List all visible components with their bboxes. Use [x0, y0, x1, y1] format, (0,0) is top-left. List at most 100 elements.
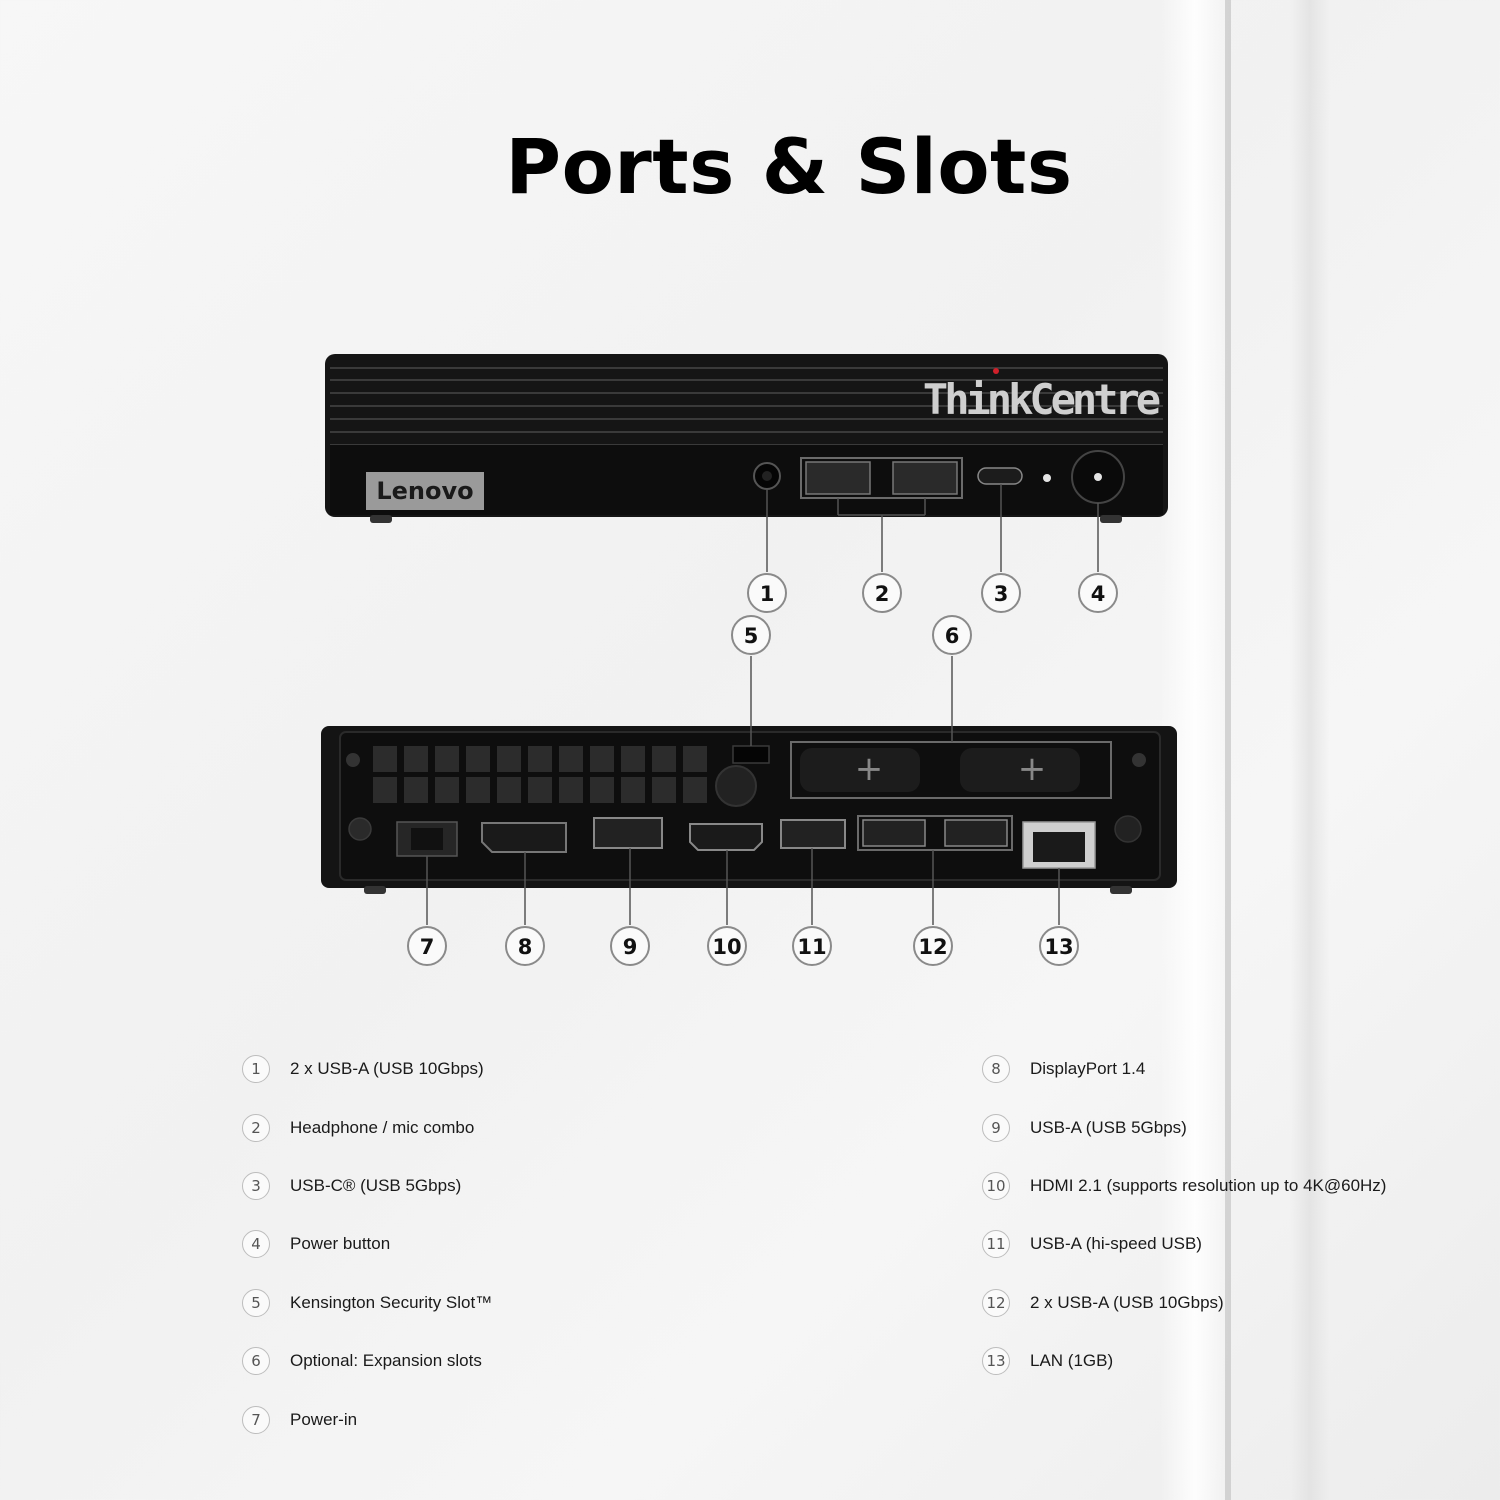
legend-number: 7: [242, 1405, 270, 1434]
rear-vent-grid: [373, 746, 707, 803]
legend-text: HDMI 2.1 (supports resolution up to 4K@6…: [1030, 1175, 1387, 1195]
legend-right: 8 DisplayPort 1.4 9 USB-A (USB 5Gbps) 10 HD…: [982, 1040, 1386, 1390]
screw-hole: [346, 753, 360, 767]
displayport-icon: [481, 822, 567, 853]
callouts-front: 1 2 3 4: [747, 573, 1118, 613]
callout-number: 2: [875, 582, 890, 606]
usb-a-port-icon: [780, 819, 846, 849]
legend-item: 7 Power-in: [242, 1390, 492, 1448]
plus-icon: +: [1018, 749, 1047, 789]
callout-number: 8: [518, 935, 533, 959]
status-led: [1043, 474, 1051, 482]
legend-number: 1: [242, 1055, 270, 1084]
callout-number: 1: [760, 582, 775, 606]
callout-number: 3: [994, 582, 1009, 606]
legend-number: 10: [982, 1171, 1010, 1200]
rear-foot: [364, 886, 386, 894]
callout-number: 6: [945, 624, 960, 648]
usb-a-group-front: [800, 457, 963, 499]
legend-item: 4 Power button: [242, 1215, 492, 1273]
legend-item: 10 HDMI 2.1 (supports resolution up to 4K…: [982, 1157, 1386, 1215]
legend-item: 9 USB-A (USB 5Gbps): [982, 1098, 1386, 1156]
screw-hole: [348, 817, 372, 841]
callout-marker: 10: [707, 926, 747, 966]
kensington-slot-icon: [732, 745, 770, 764]
legend-number: 6: [242, 1347, 270, 1376]
usb-a-port-icon: [944, 819, 1008, 847]
legend-number: 3: [242, 1171, 270, 1200]
callout-marker: 1: [747, 573, 787, 613]
audio-jack-hole: [762, 471, 772, 481]
callout-marker: 3: [981, 573, 1021, 613]
power-in-socket: [411, 828, 443, 850]
callout-marker: 12: [913, 926, 953, 966]
usb-a-group-rear: [857, 815, 1013, 851]
legend-number: 4: [242, 1230, 270, 1259]
callout-marker: 13: [1039, 926, 1079, 966]
brand-badge: Lenovo: [376, 477, 473, 505]
usb-c-port-icon: [977, 467, 1023, 485]
front-device: Lenovo ThinkCentre: [325, 354, 1168, 523]
model-logo: ThinkCentre: [923, 375, 1160, 424]
callout-marker: 2: [862, 573, 902, 613]
legend-text: USB-C® (USB 5Gbps): [290, 1175, 462, 1195]
callout-number: 10: [712, 935, 741, 959]
legend-number: 11: [982, 1230, 1010, 1259]
legend-number: 12: [982, 1288, 1010, 1317]
legend-item: 8 DisplayPort 1.4: [982, 1040, 1386, 1098]
callout-number: 7: [420, 935, 435, 959]
power-led: [1094, 473, 1102, 481]
callouts-rear-top: 5 6: [731, 615, 972, 655]
callout-marker: 7: [407, 926, 447, 966]
legend-item: 1 2 x USB-A (USB 10Gbps): [242, 1040, 492, 1098]
hdmi-port-icon: [689, 823, 763, 851]
rear-foot: [1110, 886, 1132, 894]
legend-item: 3 USB-C® (USB 5Gbps): [242, 1157, 492, 1215]
callout-number: 5: [744, 624, 759, 648]
usb-a-port-icon: [805, 461, 871, 495]
rear-knob: [715, 765, 757, 807]
legend-number: 5: [242, 1288, 270, 1317]
screw-hole: [1132, 753, 1146, 767]
callout-number: 9: [623, 935, 638, 959]
legend-item: 12 2 x USB-A (USB 10Gbps): [982, 1274, 1386, 1332]
legend-text: LAN (1GB): [1030, 1351, 1114, 1371]
rear-leader-lines: [426, 656, 1060, 925]
legend-number: 13: [982, 1347, 1010, 1376]
callout-number: 4: [1091, 582, 1106, 606]
legend-text: Headphone / mic combo: [290, 1117, 475, 1137]
front-leader-lines: [766, 484, 1099, 572]
rear-device: + +: [321, 726, 1177, 894]
page-title: Ports & Slots: [505, 122, 1073, 211]
antenna-port-icon: [1114, 815, 1142, 843]
legend-text: Optional: Expansion slots: [290, 1351, 482, 1371]
callout-marker: 9: [610, 926, 650, 966]
legend-number: 8: [982, 1055, 1010, 1084]
callout-number: 11: [797, 935, 826, 959]
legend-text: Power-in: [290, 1409, 358, 1429]
callout-marker: 8: [505, 926, 545, 966]
expansion-slot-cover: [800, 748, 920, 792]
callout-marker: 5: [731, 615, 771, 655]
legend-text: DisplayPort 1.4: [1030, 1059, 1146, 1079]
front-foot: [370, 515, 392, 523]
legend-text: Power button: [290, 1234, 391, 1254]
callout-marker: 6: [932, 615, 972, 655]
device-diagram: Lenovo ThinkCentre: [321, 354, 1177, 966]
expansion-slot-cover: [960, 748, 1080, 792]
callout-number: 13: [1044, 935, 1073, 959]
lenovo-badge-box: [366, 472, 484, 510]
usb-a-port-icon: [892, 461, 958, 495]
callouts-rear-bottom: 7 8 9 10 11 12 13: [407, 926, 1079, 966]
usb-a-port-icon: [593, 817, 663, 849]
plus-icon: +: [855, 749, 884, 789]
legend-text: 2 x USB-A (USB 10Gbps): [290, 1059, 484, 1079]
legend-number: 9: [982, 1113, 1010, 1142]
legend-text: 2 x USB-A (USB 10Gbps): [1030, 1292, 1224, 1312]
callout-marker: 4: [1078, 573, 1118, 613]
legend-text: USB-A (USB 5Gbps): [1030, 1117, 1187, 1137]
